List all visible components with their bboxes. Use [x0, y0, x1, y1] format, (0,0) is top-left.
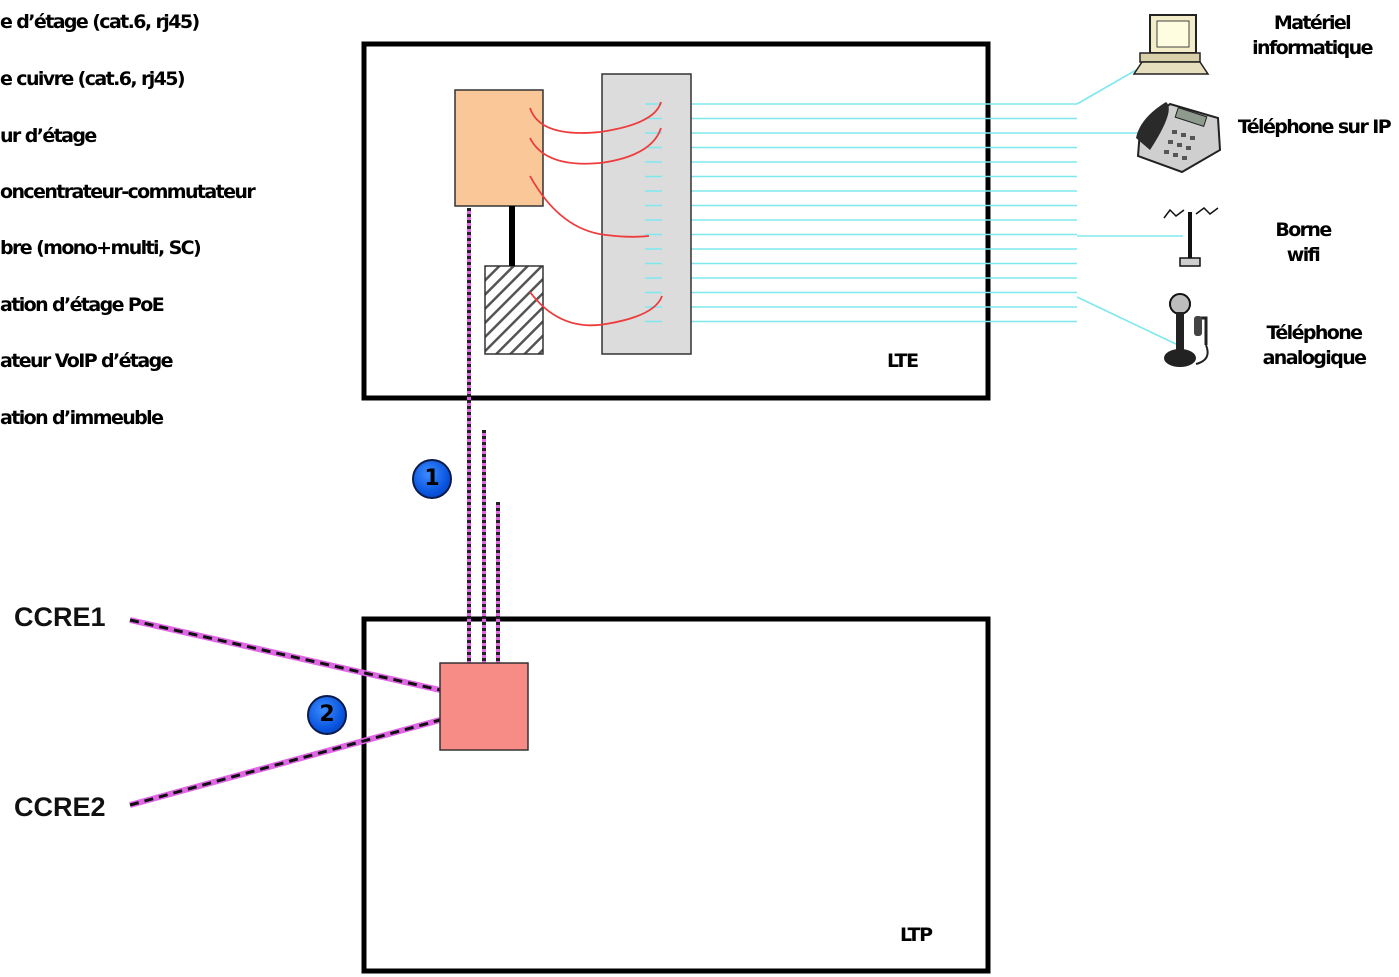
badge-1: 1: [412, 459, 452, 499]
computer-icon: [1132, 14, 1210, 75]
legend-item-floor-cable: e d’étage (cat.6, rj45): [0, 11, 200, 33]
legend-item-poe-power: ation d’étage PoE: [0, 294, 165, 316]
poe-power-unit: [484, 265, 544, 355]
building-node: [439, 662, 529, 751]
legend-item-building-node: ation d’immeuble: [0, 407, 164, 429]
device-label-computer: Matériel informatique: [1252, 12, 1373, 59]
room-label-ltp: LTP: [900, 924, 933, 946]
patch-cord: [529, 291, 663, 327]
patch-panel-ports: [645, 103, 662, 323]
patch-cord: [529, 175, 650, 238]
copper-cables: [662, 103, 1077, 323]
device-label-ip-phone: Téléphone sur IP: [1237, 116, 1392, 138]
fiber-riser: [467, 208, 500, 664]
legend-item-voip-gateway: ateur VoIP d’étage: [0, 350, 174, 372]
legend-item-floor-switch: ur d’étage: [0, 125, 97, 147]
floor-switch: [454, 89, 544, 207]
device-label-analog-phone: Téléphone analogique: [1262, 322, 1367, 369]
legend-item-fiber: bre (mono+multi, SC): [0, 237, 202, 259]
wifi-antenna-icon: [1163, 207, 1219, 267]
ccre2-label: CCRE2: [14, 792, 106, 822]
legend-item-hub-switch: oncentrateur-commutateur: [0, 181, 256, 203]
ltp-room: [361, 616, 991, 974]
legend-item-copper-cable: e cuivre (cat.6, rj45): [0, 68, 186, 90]
badge-2: 2: [307, 695, 347, 735]
ccre1-label: CCRE1: [14, 602, 106, 632]
link-analog-phone: [1076, 296, 1179, 346]
lte-room: [361, 41, 991, 401]
patch-cord: [529, 101, 662, 134]
patch-cord: [529, 127, 662, 165]
analog-phone-icon: [1164, 293, 1209, 367]
room-label-lte: LTE: [887, 350, 919, 372]
ccre-links: [129, 617, 441, 808]
device-label-wifi: Borne wifi: [1275, 219, 1332, 266]
ip-phone-icon: [1136, 102, 1222, 174]
